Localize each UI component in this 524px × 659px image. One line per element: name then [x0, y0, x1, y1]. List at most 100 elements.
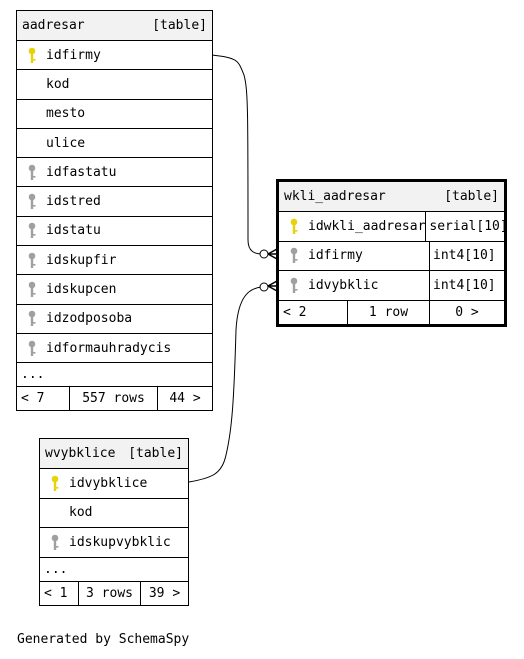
column-name: idskupfir: [46, 252, 117, 268]
column-type: serial[10]: [425, 212, 508, 241]
parents-link[interactable]: < 2: [283, 304, 307, 320]
column-name-cell: idvybklice: [40, 469, 147, 498]
foreign-key-icon: [22, 310, 42, 327]
column-name: idstred: [46, 194, 101, 210]
column-row[interactable]: idvybklic int4[10]: [279, 271, 504, 301]
column-name-cell: idfastatu: [17, 158, 116, 186]
column-name-cell: idskupfir: [17, 246, 116, 274]
edge-idfirmy: [211, 54, 264, 255]
column-name: idfirmy: [46, 47, 101, 63]
foreign-key-icon: [22, 281, 42, 298]
table-title: wkli_aadresar: [284, 189, 386, 204]
more-columns: ...: [17, 363, 212, 388]
more-columns: ...: [40, 558, 188, 582]
column-name: idfirmy: [308, 248, 363, 264]
column-row[interactable]: kod: [17, 70, 212, 100]
column-name: kod: [69, 505, 93, 521]
children-link[interactable]: 39 >: [140, 581, 188, 605]
table-footer: < 2 1 row 0 >: [279, 300, 504, 324]
column-name-cell: idwkli_aadresar: [279, 212, 425, 241]
column-row[interactable]: idvybklice: [40, 469, 188, 499]
edge-idfirmy-end-circle: [259, 249, 269, 259]
table-footer: < 1 3 rows 39 >: [40, 581, 188, 605]
column-name-cell: idstred: [17, 187, 101, 215]
foreign-key-icon: [22, 252, 42, 269]
column-name: idvybklice: [69, 475, 148, 491]
table-title: aadresar: [22, 18, 85, 33]
column-name: idskupvybklic: [69, 534, 171, 550]
column-type: int4[10]: [429, 271, 504, 300]
column-name-cell: kod: [17, 70, 69, 98]
column-row[interactable]: ulice: [17, 129, 212, 159]
children-link[interactable]: 0 >: [429, 300, 504, 324]
edge-idvybklice-crowfoot: [267, 280, 278, 292]
foreign-key-icon: [284, 277, 304, 294]
column-name: idskupcen: [46, 282, 117, 298]
generated-by-caption: Generated by SchemaSpy: [17, 632, 190, 647]
row-count[interactable]: 557 rows: [69, 387, 157, 411]
column-row[interactable]: idskupcen: [17, 275, 212, 305]
primary-key-icon: [45, 475, 65, 492]
column-name-cell: idfirmy: [17, 41, 101, 69]
edge-idvybklice-end-circle: [259, 282, 269, 292]
table-title: wvybklice: [45, 446, 116, 461]
row-count[interactable]: 1 row: [347, 300, 429, 324]
table-header[interactable]: wvybklice [table]: [40, 439, 188, 469]
column-name: ulice: [46, 135, 86, 151]
column-row[interactable]: idskupfir: [17, 246, 212, 276]
column-row[interactable]: idfirmy int4[10]: [279, 241, 504, 271]
parents-link[interactable]: < 7: [21, 391, 45, 407]
foreign-key-icon: [22, 193, 42, 210]
column-row[interactable]: idzodposoba: [17, 305, 212, 334]
column-row[interactable]: idformauhradycis: [17, 334, 212, 364]
row-count[interactable]: 3 rows: [78, 581, 140, 605]
table-kind: [table]: [444, 189, 499, 204]
column-name-cell: idvybklic: [279, 271, 429, 300]
column-name: idvybklic: [308, 277, 379, 293]
column-name-cell: mesto: [17, 100, 85, 128]
column-name-cell: ulice: [17, 129, 85, 157]
column-name-cell: idskupcen: [17, 275, 116, 303]
column-row[interactable]: idskupvybklic: [40, 528, 188, 558]
foreign-key-icon: [22, 222, 42, 239]
column-name: mesto: [46, 106, 86, 122]
column-name-cell: idzodposoba: [17, 305, 132, 333]
column-name: idzodposoba: [46, 311, 133, 327]
edge-idfirmy-crowfoot: [267, 248, 278, 260]
primary-key-icon: [22, 47, 42, 64]
column-row[interactable]: idfirmy: [17, 41, 212, 71]
column-row[interactable]: idfastatu: [17, 158, 212, 188]
column-name: kod: [46, 76, 70, 92]
column-name-cell: idskupvybklic: [40, 528, 171, 557]
foreign-key-icon: [22, 340, 42, 357]
column-name-cell: idfirmy: [279, 242, 429, 271]
table-header[interactable]: wkli_aadresar [table]: [279, 182, 504, 212]
foreign-key-icon: [284, 247, 304, 264]
column-name: idformauhradycis: [46, 340, 172, 356]
foreign-key-icon: [45, 534, 65, 551]
column-row[interactable]: idstatu: [17, 217, 212, 247]
table-kind: [table]: [128, 446, 183, 461]
table-wvybklice[interactable]: wvybklice [table] idvybklice kod idskupvyb…: [39, 438, 189, 606]
column-type: int4[10]: [429, 241, 504, 270]
parents-link[interactable]: < 1: [44, 585, 68, 601]
column-name-cell: idformauhradycis: [17, 334, 171, 362]
column-row[interactable]: mesto: [17, 100, 212, 129]
foreign-key-icon: [22, 164, 42, 181]
table-footer: < 7 557 rows 44 >: [17, 387, 212, 411]
table-header[interactable]: aadresar [table]: [17, 11, 212, 41]
column-name-cell: idstatu: [17, 217, 101, 245]
column-name: idwkli_aadresar: [308, 218, 426, 234]
column-name-cell: kod: [40, 499, 92, 528]
column-name: idstatu: [46, 223, 101, 239]
column-row[interactable]: idstred: [17, 187, 212, 217]
children-link[interactable]: 44 >: [157, 387, 212, 411]
column-name: idfastatu: [46, 164, 117, 180]
primary-key-icon: [284, 218, 304, 235]
table-aadresar[interactable]: aadresar [table] idfirmy kod mesto ulice idf…: [16, 10, 213, 412]
table-kind: [table]: [152, 18, 207, 33]
column-row[interactable]: kod: [40, 499, 188, 528]
